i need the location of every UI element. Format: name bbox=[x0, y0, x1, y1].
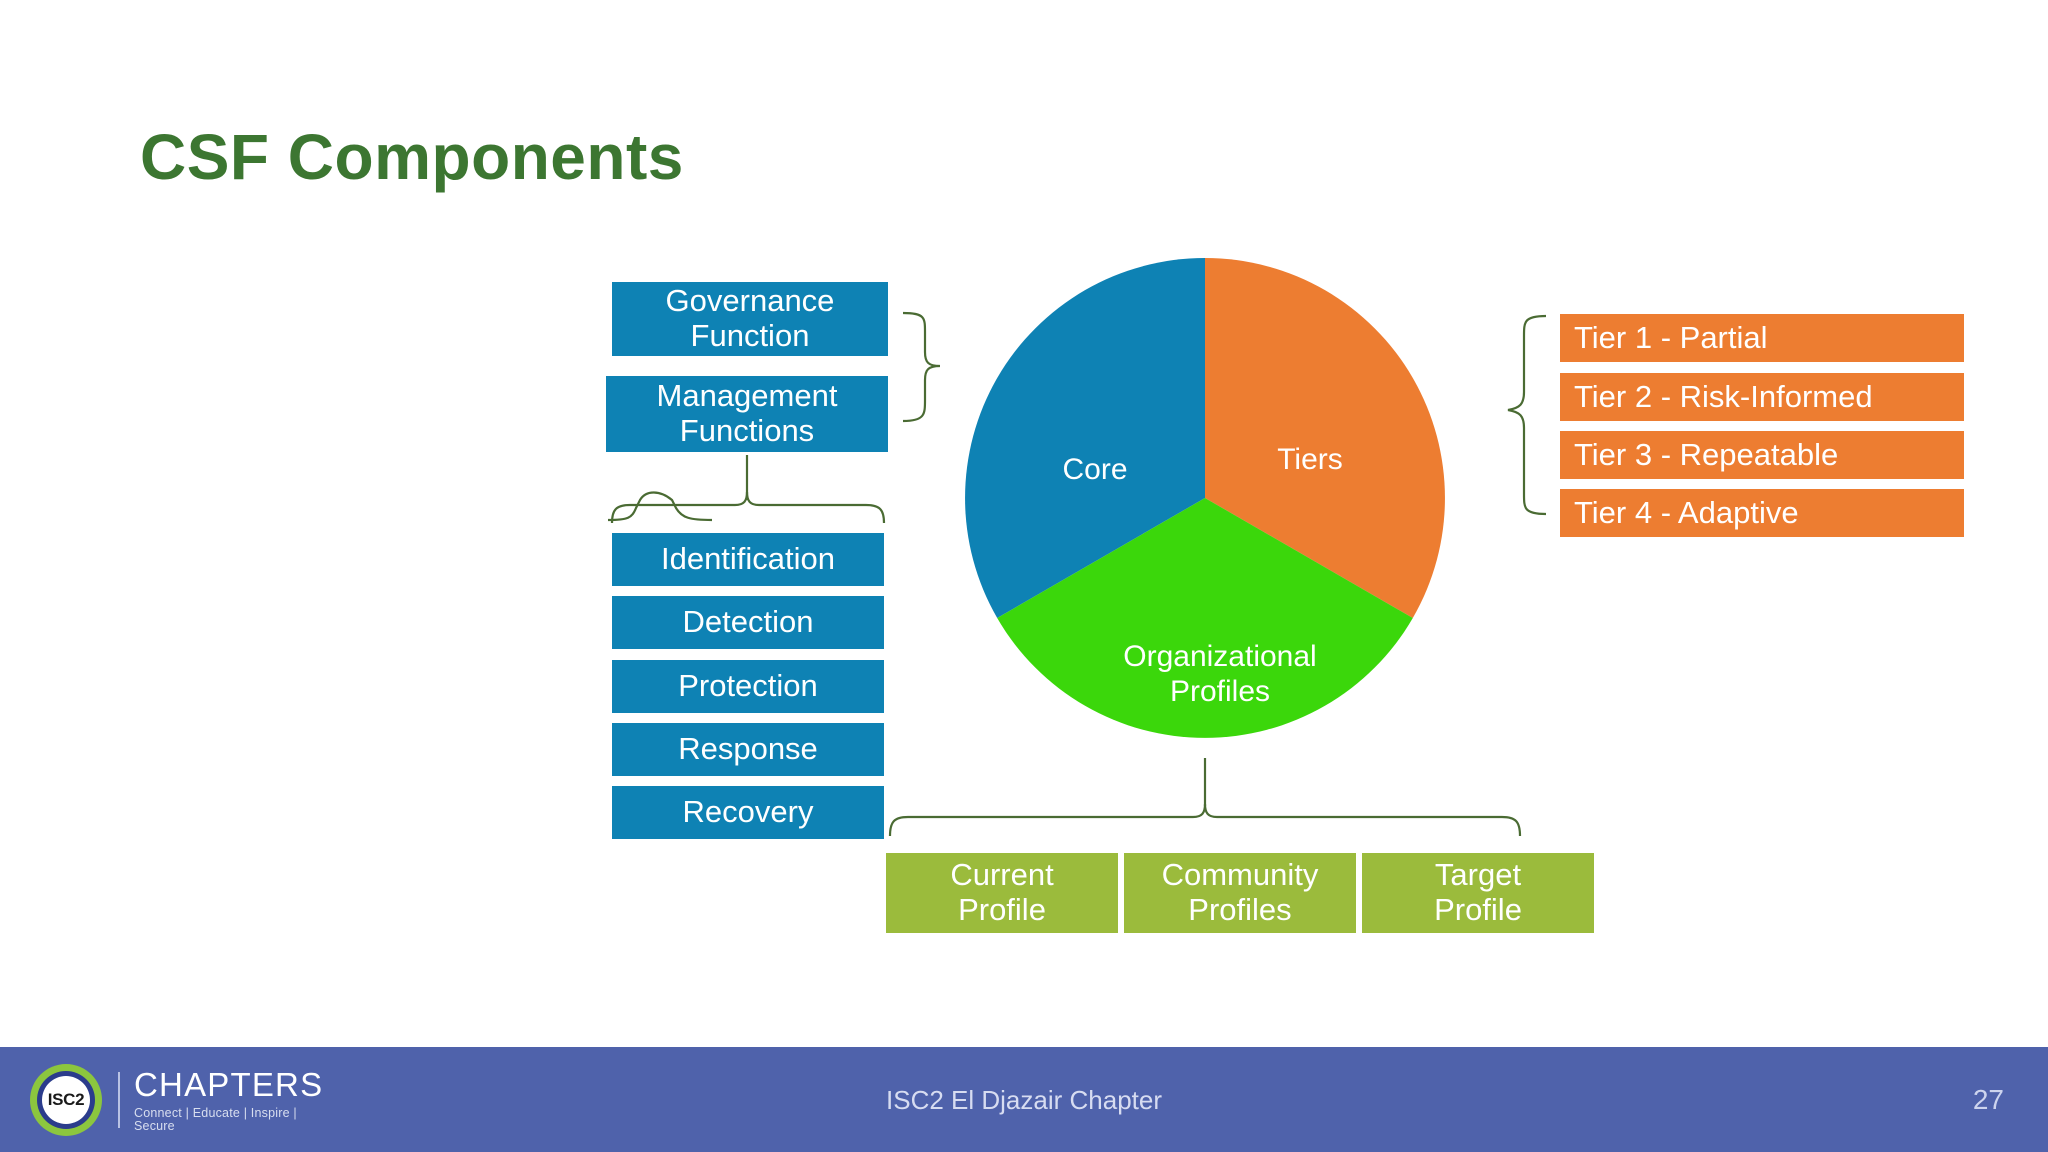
footer-chapter-name: ISC2 El Djazair Chapter bbox=[886, 1085, 1162, 1115]
csf-pie-chart: Core Tiers Organizational Profiles bbox=[955, 248, 1455, 748]
box-community-profiles[interactable]: Community Profiles bbox=[1124, 853, 1356, 933]
box-function-recovery[interactable]: Recovery bbox=[612, 786, 884, 839]
pie-slice-tiers bbox=[1205, 258, 1445, 618]
box-function-protection[interactable]: Protection bbox=[612, 660, 884, 713]
box-tier-3[interactable]: Tier 3 - Repeatable bbox=[1560, 431, 1964, 479]
isc2-logo-text: ISC2 bbox=[42, 1076, 90, 1124]
pie-slice-org-profiles bbox=[997, 498, 1413, 738]
pie-label-core: Core bbox=[1062, 453, 1128, 486]
pie-label-org-profiles: Organizational Profiles bbox=[1105, 640, 1335, 709]
brace-core-functions-span bbox=[610, 491, 886, 524]
community-profiles-line2: Profiles bbox=[1188, 892, 1292, 927]
isc2-logo-ring: ISC2 bbox=[37, 1071, 95, 1129]
pie-label-tiers: Tiers bbox=[1277, 443, 1343, 476]
pie-slice-core bbox=[965, 258, 1205, 618]
brace-core-functions bbox=[607, 491, 713, 522]
community-profiles-line1: Community bbox=[1161, 857, 1319, 893]
pie-label-org-profiles-line1: Organizational bbox=[1123, 640, 1317, 673]
box-tier-4[interactable]: Tier 4 - Adaptive bbox=[1560, 489, 1964, 537]
box-target-profile[interactable]: Target Profile bbox=[1362, 853, 1594, 933]
logo-divider bbox=[118, 1072, 120, 1128]
box-tier-1[interactable]: Tier 1 - Partial bbox=[1560, 314, 1964, 362]
logo-tagline: Connect | Educate | Inspire | Secure bbox=[134, 1106, 297, 1133]
box-management-functions[interactable]: Management Functions bbox=[606, 376, 888, 452]
management-functions-line1: Management bbox=[656, 378, 838, 414]
brace-tiers bbox=[1507, 314, 1547, 516]
slide-page-number: 27 bbox=[1972, 1084, 2004, 1115]
footer-bar bbox=[0, 1047, 2048, 1152]
brace-profiles bbox=[888, 803, 1522, 837]
box-function-detection[interactable]: Detection bbox=[612, 596, 884, 649]
box-governance-function[interactable]: Governance Function bbox=[612, 282, 888, 356]
isc2-chapters-logo: ISC2 CHAPTERS Connect | Educate | Inspir… bbox=[30, 1063, 322, 1137]
box-current-profile[interactable]: Current Profile bbox=[886, 853, 1118, 933]
current-profile-line2: Profile bbox=[958, 892, 1046, 927]
isc2-logo-icon: ISC2 bbox=[30, 1064, 102, 1136]
governance-function-line1: Governance bbox=[665, 283, 835, 319]
logo-chapters-word: CHAPTERS bbox=[134, 1066, 324, 1103]
pie-label-org-profiles-line2: Profiles bbox=[1169, 674, 1271, 708]
target-profile-line2: Profile bbox=[1434, 892, 1522, 927]
governance-function-line2: Function bbox=[690, 318, 810, 353]
target-profile-line1: Target bbox=[1434, 857, 1522, 893]
page-title: CSF Components bbox=[140, 121, 684, 193]
box-function-response[interactable]: Response bbox=[612, 723, 884, 776]
brace-core-groups bbox=[902, 311, 941, 423]
current-profile-line1: Current bbox=[950, 857, 1054, 893]
logo-wordmark: CHAPTERS Connect | Educate | Inspire | S… bbox=[134, 1068, 323, 1132]
management-functions-line2: Functions bbox=[679, 413, 815, 448]
box-tier-2[interactable]: Tier 2 - Risk-Informed bbox=[1560, 373, 1964, 421]
box-function-identification[interactable]: Identification bbox=[612, 533, 884, 586]
